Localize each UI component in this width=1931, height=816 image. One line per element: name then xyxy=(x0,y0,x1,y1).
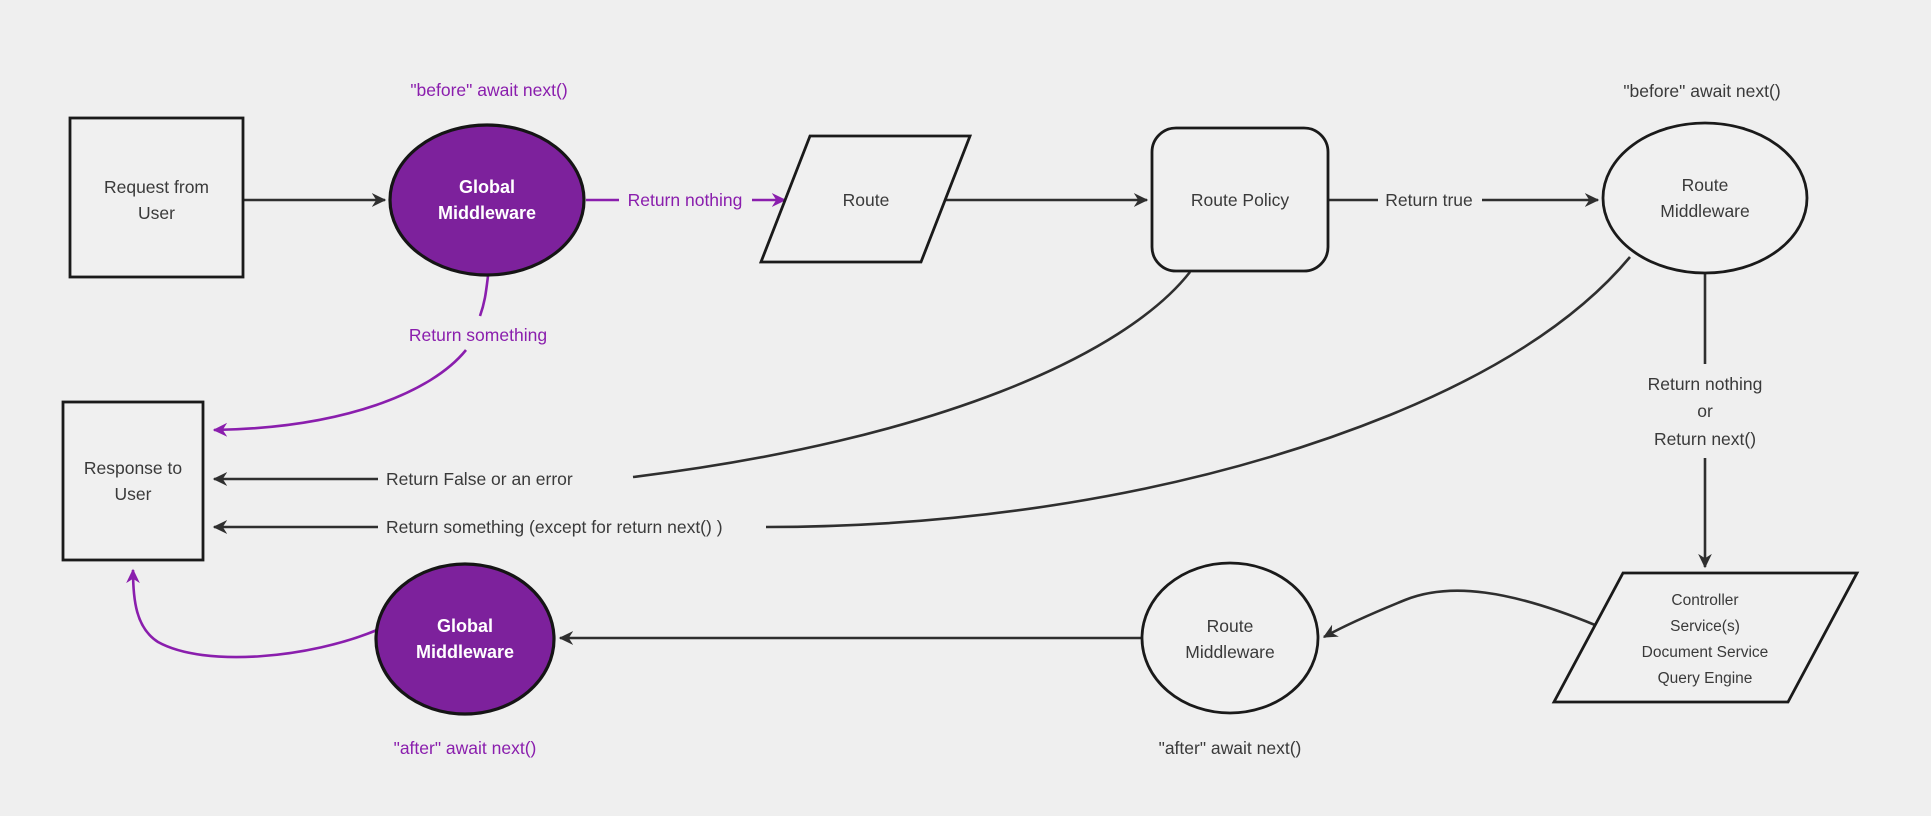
route-middleware-bottom-label-line1: Route xyxy=(1207,616,1254,636)
route-middleware-top-ellipse xyxy=(1601,121,1809,275)
edge-global-middleware-bottom-to-response xyxy=(126,568,378,659)
request-from-user-label-line1: Request from xyxy=(104,177,209,197)
node-global-middleware-top: Global Middleware xyxy=(388,123,586,277)
controller-services-parallelogram xyxy=(1551,571,1860,704)
node-route: Route xyxy=(758,134,973,264)
route-middleware-top-label-line2: Middleware xyxy=(1660,201,1749,221)
global-middleware-top-label-line2: Middleware xyxy=(438,203,536,223)
edge-controller-to-route-middleware-bottom xyxy=(1322,589,1596,639)
edge-route-policy-to-response-curve xyxy=(632,271,1192,479)
edge-global-middleware-return-something-upper xyxy=(478,275,490,317)
label-return-false-or-error: Return False or an error xyxy=(386,469,573,489)
node-route-middleware-top: Route Middleware xyxy=(1601,121,1809,275)
route-middleware-bottom-ellipse xyxy=(1140,561,1320,715)
label-after-await-next-global: "after" await next() xyxy=(394,738,537,758)
global-middleware-top-label-line1: Global xyxy=(459,177,515,197)
global-middleware-bottom-label-line1: Global xyxy=(437,616,493,636)
label-return-true: Return true xyxy=(1385,190,1473,210)
label-return-nothing-or-line3: Return next() xyxy=(1654,429,1756,449)
node-route-middleware-bottom: Route Middleware xyxy=(1140,561,1320,715)
edge-global-middleware-return-something-arrow xyxy=(212,349,468,437)
route-policy-box xyxy=(1150,126,1330,273)
response-to-user-box xyxy=(61,400,205,562)
request-from-user-box xyxy=(68,116,245,279)
label-before-await-next-route: "before" await next() xyxy=(1623,81,1780,101)
node-request-from-user: Request from User xyxy=(68,116,245,279)
label-return-nothing: Return nothing xyxy=(628,190,743,210)
controller-services-label-line4: Query Engine xyxy=(1658,670,1753,687)
node-controller-services: Controller Service(s) Document Service Q… xyxy=(1551,571,1860,704)
label-before-await-next-global: "before" await next() xyxy=(410,80,567,100)
label-return-something: Return something xyxy=(409,325,547,345)
node-response-to-user: Response to User xyxy=(61,400,205,562)
node-route-policy: Route Policy xyxy=(1150,126,1330,273)
route-policy-label: Route Policy xyxy=(1191,190,1289,210)
label-return-something-except: Return something (except for return next… xyxy=(386,517,723,537)
global-middleware-top-ellipse xyxy=(388,123,586,277)
controller-services-label-line3: Document Service xyxy=(1642,644,1769,661)
controller-services-label-line1: Controller xyxy=(1671,592,1738,609)
response-to-user-label-line2: User xyxy=(115,484,152,504)
node-global-middleware-bottom: Global Middleware xyxy=(374,562,556,716)
label-return-nothing-or-return-next: Return nothing or Return next() xyxy=(1648,374,1763,449)
label-return-nothing-or-line2: or xyxy=(1697,401,1713,421)
route-middleware-top-label-line1: Route xyxy=(1682,175,1729,195)
route-label: Route xyxy=(843,190,890,210)
label-after-await-next-route: "after" await next() xyxy=(1159,738,1302,758)
request-from-user-label-line2: User xyxy=(138,203,175,223)
label-return-nothing-or-line1: Return nothing xyxy=(1648,374,1763,394)
global-middleware-bottom-label-line2: Middleware xyxy=(416,642,514,662)
global-middleware-bottom-ellipse xyxy=(374,562,556,716)
route-middleware-bottom-label-line2: Middleware xyxy=(1185,642,1274,662)
controller-services-label-line2: Service(s) xyxy=(1670,618,1740,635)
edge-route-middleware-to-response-curve xyxy=(765,256,1631,529)
response-to-user-label-line1: Response to xyxy=(84,458,182,478)
route-parallelogram xyxy=(758,134,973,264)
